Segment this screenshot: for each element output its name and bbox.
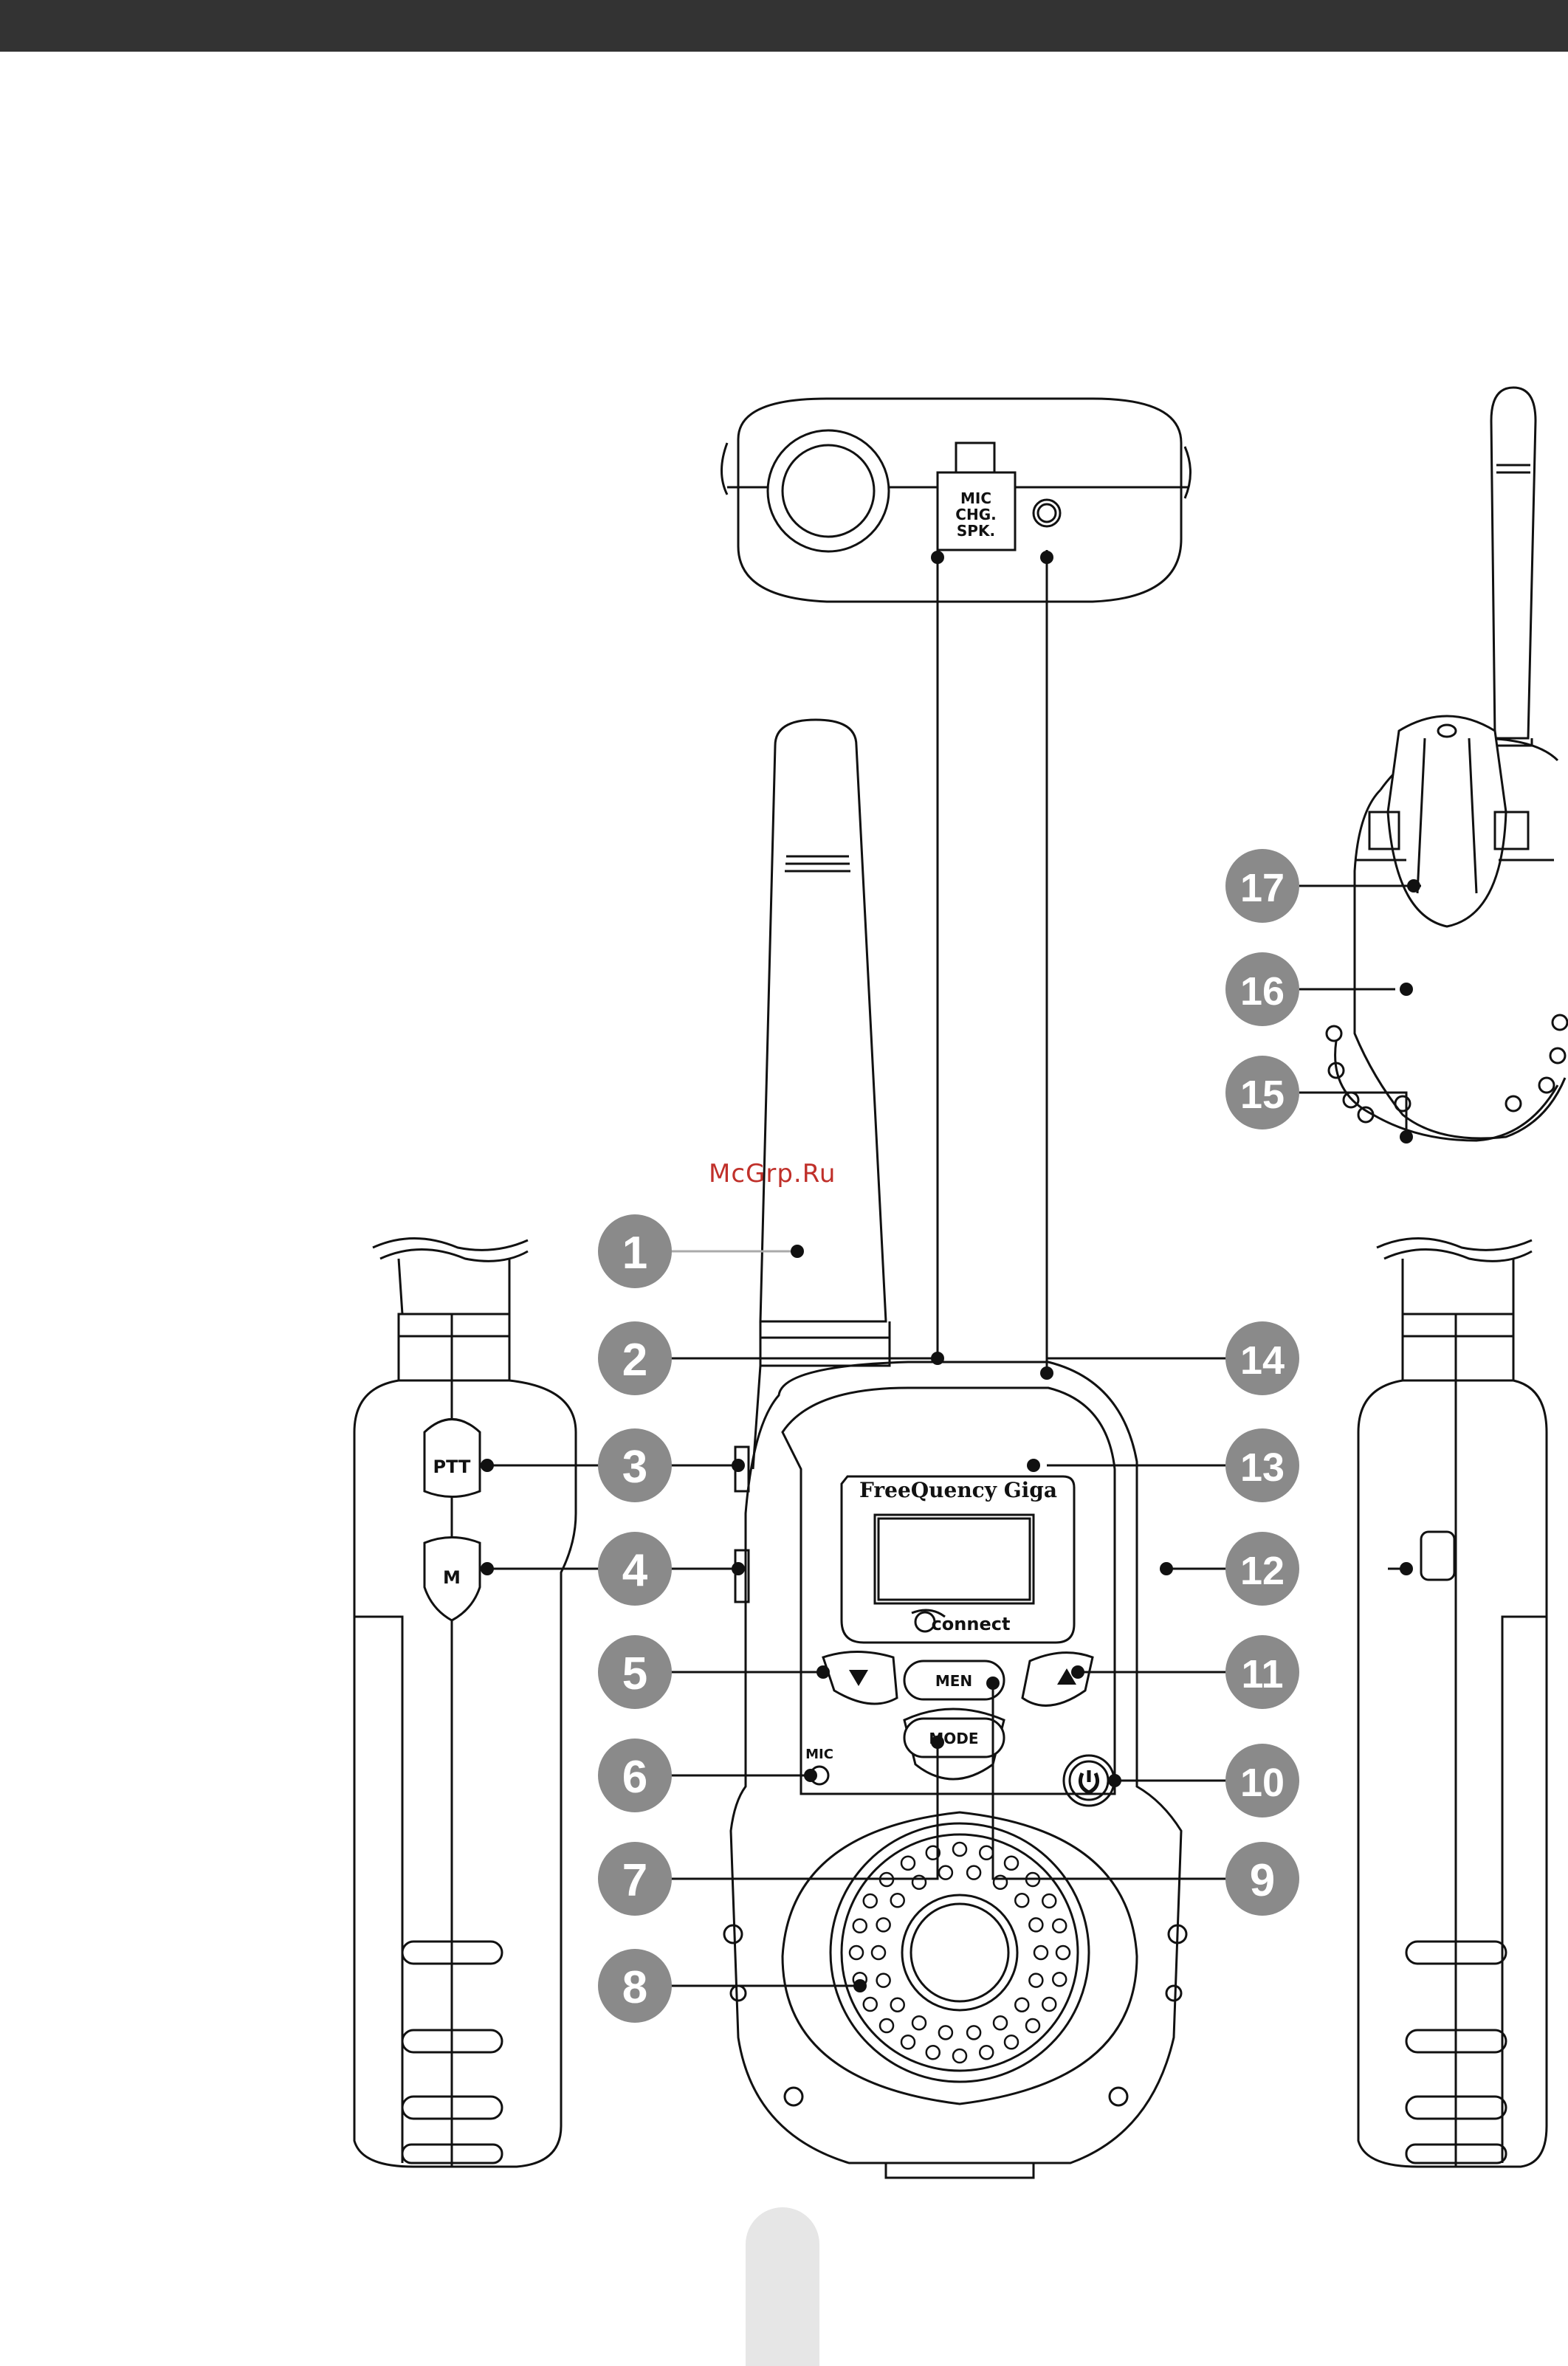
port-label-chg: CHG. [955, 506, 996, 523]
speaker-hole [901, 2035, 915, 2049]
speaker-hole [1015, 1998, 1028, 2012]
left-side-view [354, 1239, 576, 2167]
lcd-screen [875, 1515, 1034, 1603]
svg-text:9: 9 [1250, 1855, 1275, 1906]
right-side-view [1358, 1239, 1547, 2167]
main-antenna [753, 720, 890, 1469]
svg-text:14: 14 [1240, 1338, 1285, 1383]
callout-6: 6 [598, 1739, 672, 1812]
callout-1: 1 [598, 1214, 672, 1288]
callout-13: 13 [1225, 1428, 1299, 1502]
speaker-hole [1005, 1857, 1018, 1870]
speaker-hole [850, 1946, 863, 1959]
callout-7: 7 [598, 1842, 672, 1916]
back-view [1327, 388, 1567, 1141]
callout-3: 3 [598, 1428, 672, 1502]
callout-badges: 1 2 3 4 5 6 7 8 9 10 11 12 13 14 15 16 1… [598, 849, 1299, 2023]
speaker-hole [1034, 1946, 1048, 1959]
speaker-hole [1015, 1894, 1028, 1907]
speaker-holes [850, 1843, 1070, 2063]
svg-text:3: 3 [622, 1442, 647, 1493]
mic-label: MIC [805, 1747, 833, 1762]
ptt-label: PTT [433, 1457, 472, 1477]
watermark: McGrp.Ru [709, 1159, 836, 1189]
speaker-hole [864, 1894, 877, 1908]
svg-text:10: 10 [1240, 1761, 1285, 1805]
svg-text:1: 1 [622, 1228, 647, 1279]
leader-dot-13 [1027, 1459, 1040, 1472]
speaker-hole [939, 1866, 952, 1880]
speaker-hole [994, 1876, 1007, 1889]
svg-text:8: 8 [622, 1962, 647, 2013]
speaker-grille [831, 1823, 1089, 2082]
speaker-hole [891, 1998, 904, 2012]
speaker-hole [1029, 1918, 1042, 1931]
up-button[interactable] [1022, 1653, 1093, 1706]
speaker-hole [1042, 1998, 1056, 2011]
callout-2: 2 [598, 1321, 672, 1395]
callout-8: 8 [598, 1949, 672, 2023]
speaker-hole [901, 1857, 915, 1870]
callout-12: 12 [1225, 1532, 1299, 1606]
speaker-hole [853, 1919, 867, 1933]
speaker-hole [980, 1846, 993, 1860]
callout-16: 16 [1225, 952, 1299, 1026]
svg-text:12: 12 [1240, 1549, 1285, 1593]
callout-4: 4 [598, 1532, 672, 1606]
speaker-hole [1053, 1919, 1066, 1933]
headset-jack-side[interactable] [1421, 1532, 1454, 1580]
belt-clip[interactable] [1388, 716, 1506, 926]
speaker-hole [1053, 1973, 1066, 1986]
svg-text:7: 7 [622, 1855, 647, 1906]
callout-9: 9 [1225, 1842, 1299, 1916]
brand-label: FreeQuency Giga [859, 1478, 1057, 1502]
svg-text:13: 13 [1240, 1445, 1285, 1490]
port-label-spk: SPK. [957, 522, 995, 540]
speaker-hole [1056, 1946, 1070, 1959]
svg-text:2: 2 [622, 1335, 647, 1386]
speaker-hole [1005, 2035, 1018, 2049]
speaker-hole [1029, 1974, 1042, 1987]
svg-text:16: 16 [1240, 969, 1285, 1014]
speaker-hole [872, 1946, 885, 1959]
speaker-hole [967, 2026, 980, 2039]
callout-14: 14 [1225, 1321, 1299, 1395]
speaker-hole [953, 2049, 966, 2063]
page-tab [746, 2207, 819, 2366]
speaker-hole [912, 1876, 926, 1889]
callout-5: 5 [598, 1635, 672, 1709]
callout-15: 15 [1225, 1056, 1299, 1129]
speaker-hole [926, 2046, 940, 2059]
speaker-hole [1026, 2019, 1039, 2032]
top-knob [768, 430, 889, 551]
m-label: M [443, 1567, 461, 1588]
speaker-hole [1042, 1894, 1056, 1908]
svg-text:6: 6 [622, 1752, 647, 1803]
speaker-hole [891, 1894, 904, 1907]
svg-text:4: 4 [622, 1545, 648, 1596]
speaker-hole [939, 2026, 952, 2039]
menu-label: MEN [935, 1672, 972, 1690]
callout-17: 17 [1225, 849, 1299, 923]
top-view [722, 399, 1191, 602]
svg-text:11: 11 [1241, 1652, 1283, 1696]
speaker-hole [877, 1974, 890, 1987]
speaker-hole [880, 2019, 893, 2032]
speaker-hole [912, 2016, 926, 2029]
speaker-hole [953, 1843, 966, 1856]
speaker-hole [864, 1998, 877, 2011]
speaker-hole [994, 2016, 1007, 2029]
svg-text:17: 17 [1240, 866, 1285, 910]
svg-text:5: 5 [622, 1648, 647, 1699]
speaker-hole [877, 1918, 890, 1931]
speaker-hole [967, 1866, 980, 1880]
speaker-hole [980, 2046, 993, 2059]
svg-text:15: 15 [1240, 1073, 1285, 1117]
callout-11: 11 [1225, 1635, 1299, 1709]
logo-label: connect [932, 1614, 1011, 1634]
port-label-mic: MIC [960, 489, 991, 507]
callout-10: 10 [1225, 1744, 1299, 1818]
